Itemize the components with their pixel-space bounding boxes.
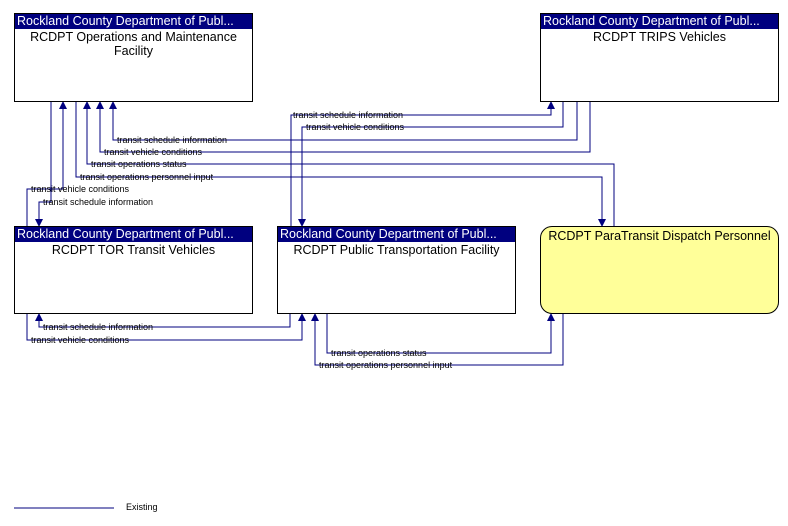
node-title: RCDPT TRIPS Vehicles (593, 30, 726, 44)
flow-label: transit schedule information (43, 197, 153, 207)
flow-label: transit operations personnel input (319, 360, 453, 370)
flow-line-ptf-tor-schedule (35, 313, 291, 328)
node-title: RCDPT TOR Transit Vehicles (51, 243, 216, 257)
node-header: Rockland County Department of Publ... (15, 14, 252, 29)
flow-label: transit operations status (331, 348, 427, 358)
flow-label: transit schedule information (117, 135, 227, 145)
flow-line-ptf-trips-schedule (290, 101, 555, 226)
legend-existing-label: Existing (126, 502, 158, 512)
flow-label: transit vehicle conditions (31, 335, 130, 345)
node-public-transportation-facility[interactable]: Rockland County Department of Publ... RC… (277, 226, 516, 314)
flow-label: transit operations personnel input (80, 172, 214, 182)
node-header: Rockland County Department of Publ... (278, 227, 515, 242)
node-header: Rockland County Department of Publ... (541, 14, 778, 29)
flow-label: transit schedule information (293, 110, 403, 120)
node-header: Rockland County Department of Publ... (15, 227, 252, 242)
flow-label: transit vehicle conditions (104, 147, 203, 157)
flow-line-tor-ptf-conditions (26, 313, 306, 341)
flow-line-para-ptf-input (311, 313, 564, 366)
node-trips-vehicles[interactable]: Rockland County Department of Publ... RC… (540, 13, 779, 102)
node-ops-maintenance-facility[interactable]: Rockland County Department of Publ... RC… (14, 13, 253, 102)
flow-label: transit operations status (91, 159, 187, 169)
flow-line-trips-ops-conditions (96, 101, 591, 153)
flow-line-ops-para-input (75, 102, 606, 227)
flow-label: transit vehicle conditions (306, 122, 405, 132)
flow-label: transit schedule information (43, 322, 153, 332)
flow-line-para-ops-status (83, 101, 615, 226)
flow-line-trips-ops-schedule (109, 101, 578, 141)
node-tor-transit-vehicles[interactable]: Rockland County Department of Publ... RC… (14, 226, 253, 314)
node-paratransit-dispatch-personnel[interactable]: RCDPT ParaTransit Dispatch Personnel (540, 226, 779, 314)
node-title: RCDPT Operations and Maintenance Facilit… (30, 30, 237, 58)
node-title: RCDPT Public Transportation Facility (293, 243, 500, 257)
node-title: RCDPT ParaTransit Dispatch Personnel (548, 229, 771, 243)
flow-label: transit vehicle conditions (31, 184, 130, 194)
flow-line-tor-ops-conditions (26, 101, 67, 226)
flow-line-ops-tor-schedule (35, 102, 52, 227)
flow-line-ptf-para-status (326, 313, 555, 354)
